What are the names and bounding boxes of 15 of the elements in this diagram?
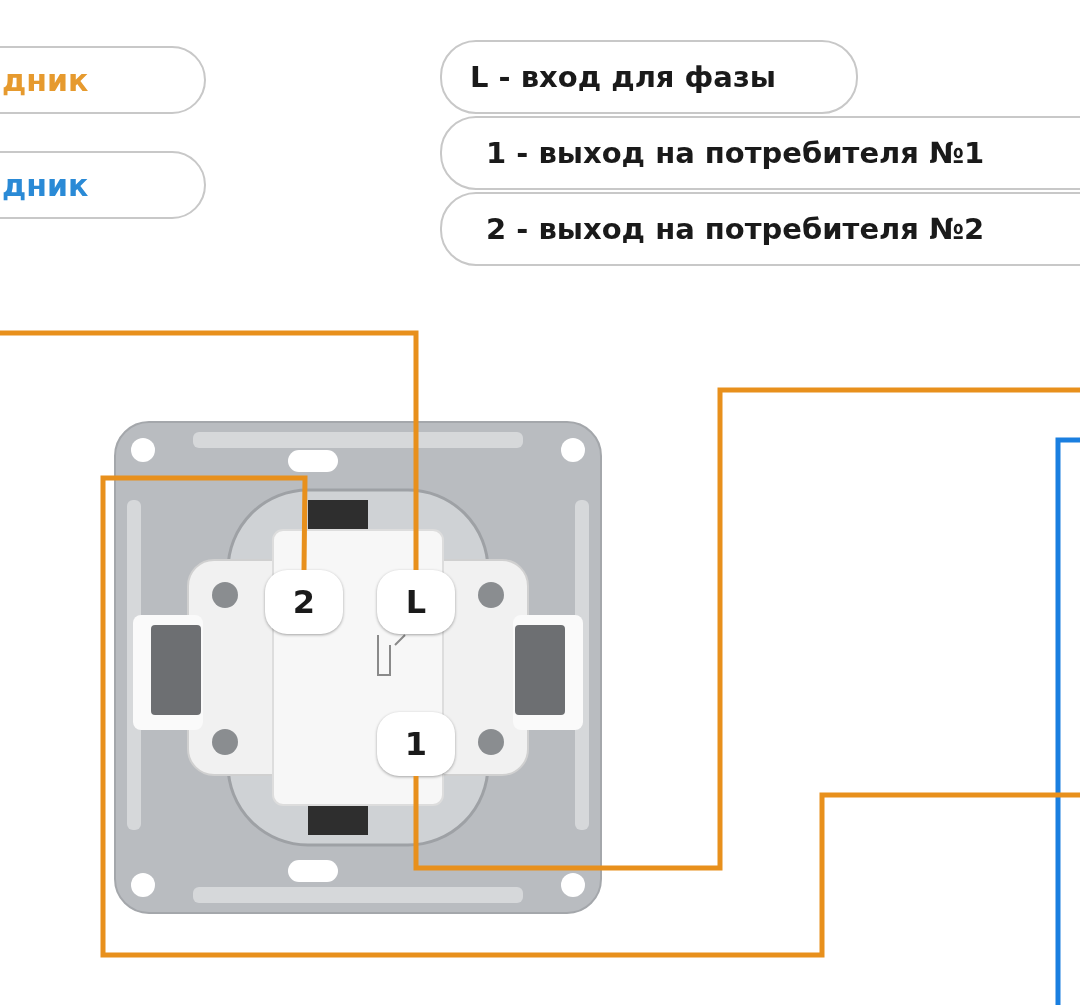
pill-text: дник — [2, 167, 89, 203]
label-pill — [440, 116, 1080, 190]
wire — [100, 475, 1080, 958]
pill-text: 1 - выход на потребителя №1 — [486, 136, 985, 170]
label-pill — [440, 192, 1080, 266]
wire — [413, 387, 1080, 871]
terminal-label: L — [377, 570, 455, 634]
pill-text: 2 - выход на потребителя №2 — [486, 212, 985, 246]
terminal-label: 1 — [377, 712, 455, 776]
wire — [0, 330, 419, 570]
label-pill — [0, 46, 206, 114]
pill-text: L - вход для фазы — [470, 60, 776, 94]
label-pill — [0, 151, 206, 219]
pill-text: дник — [2, 62, 89, 98]
terminal-label: 2 — [265, 570, 343, 634]
